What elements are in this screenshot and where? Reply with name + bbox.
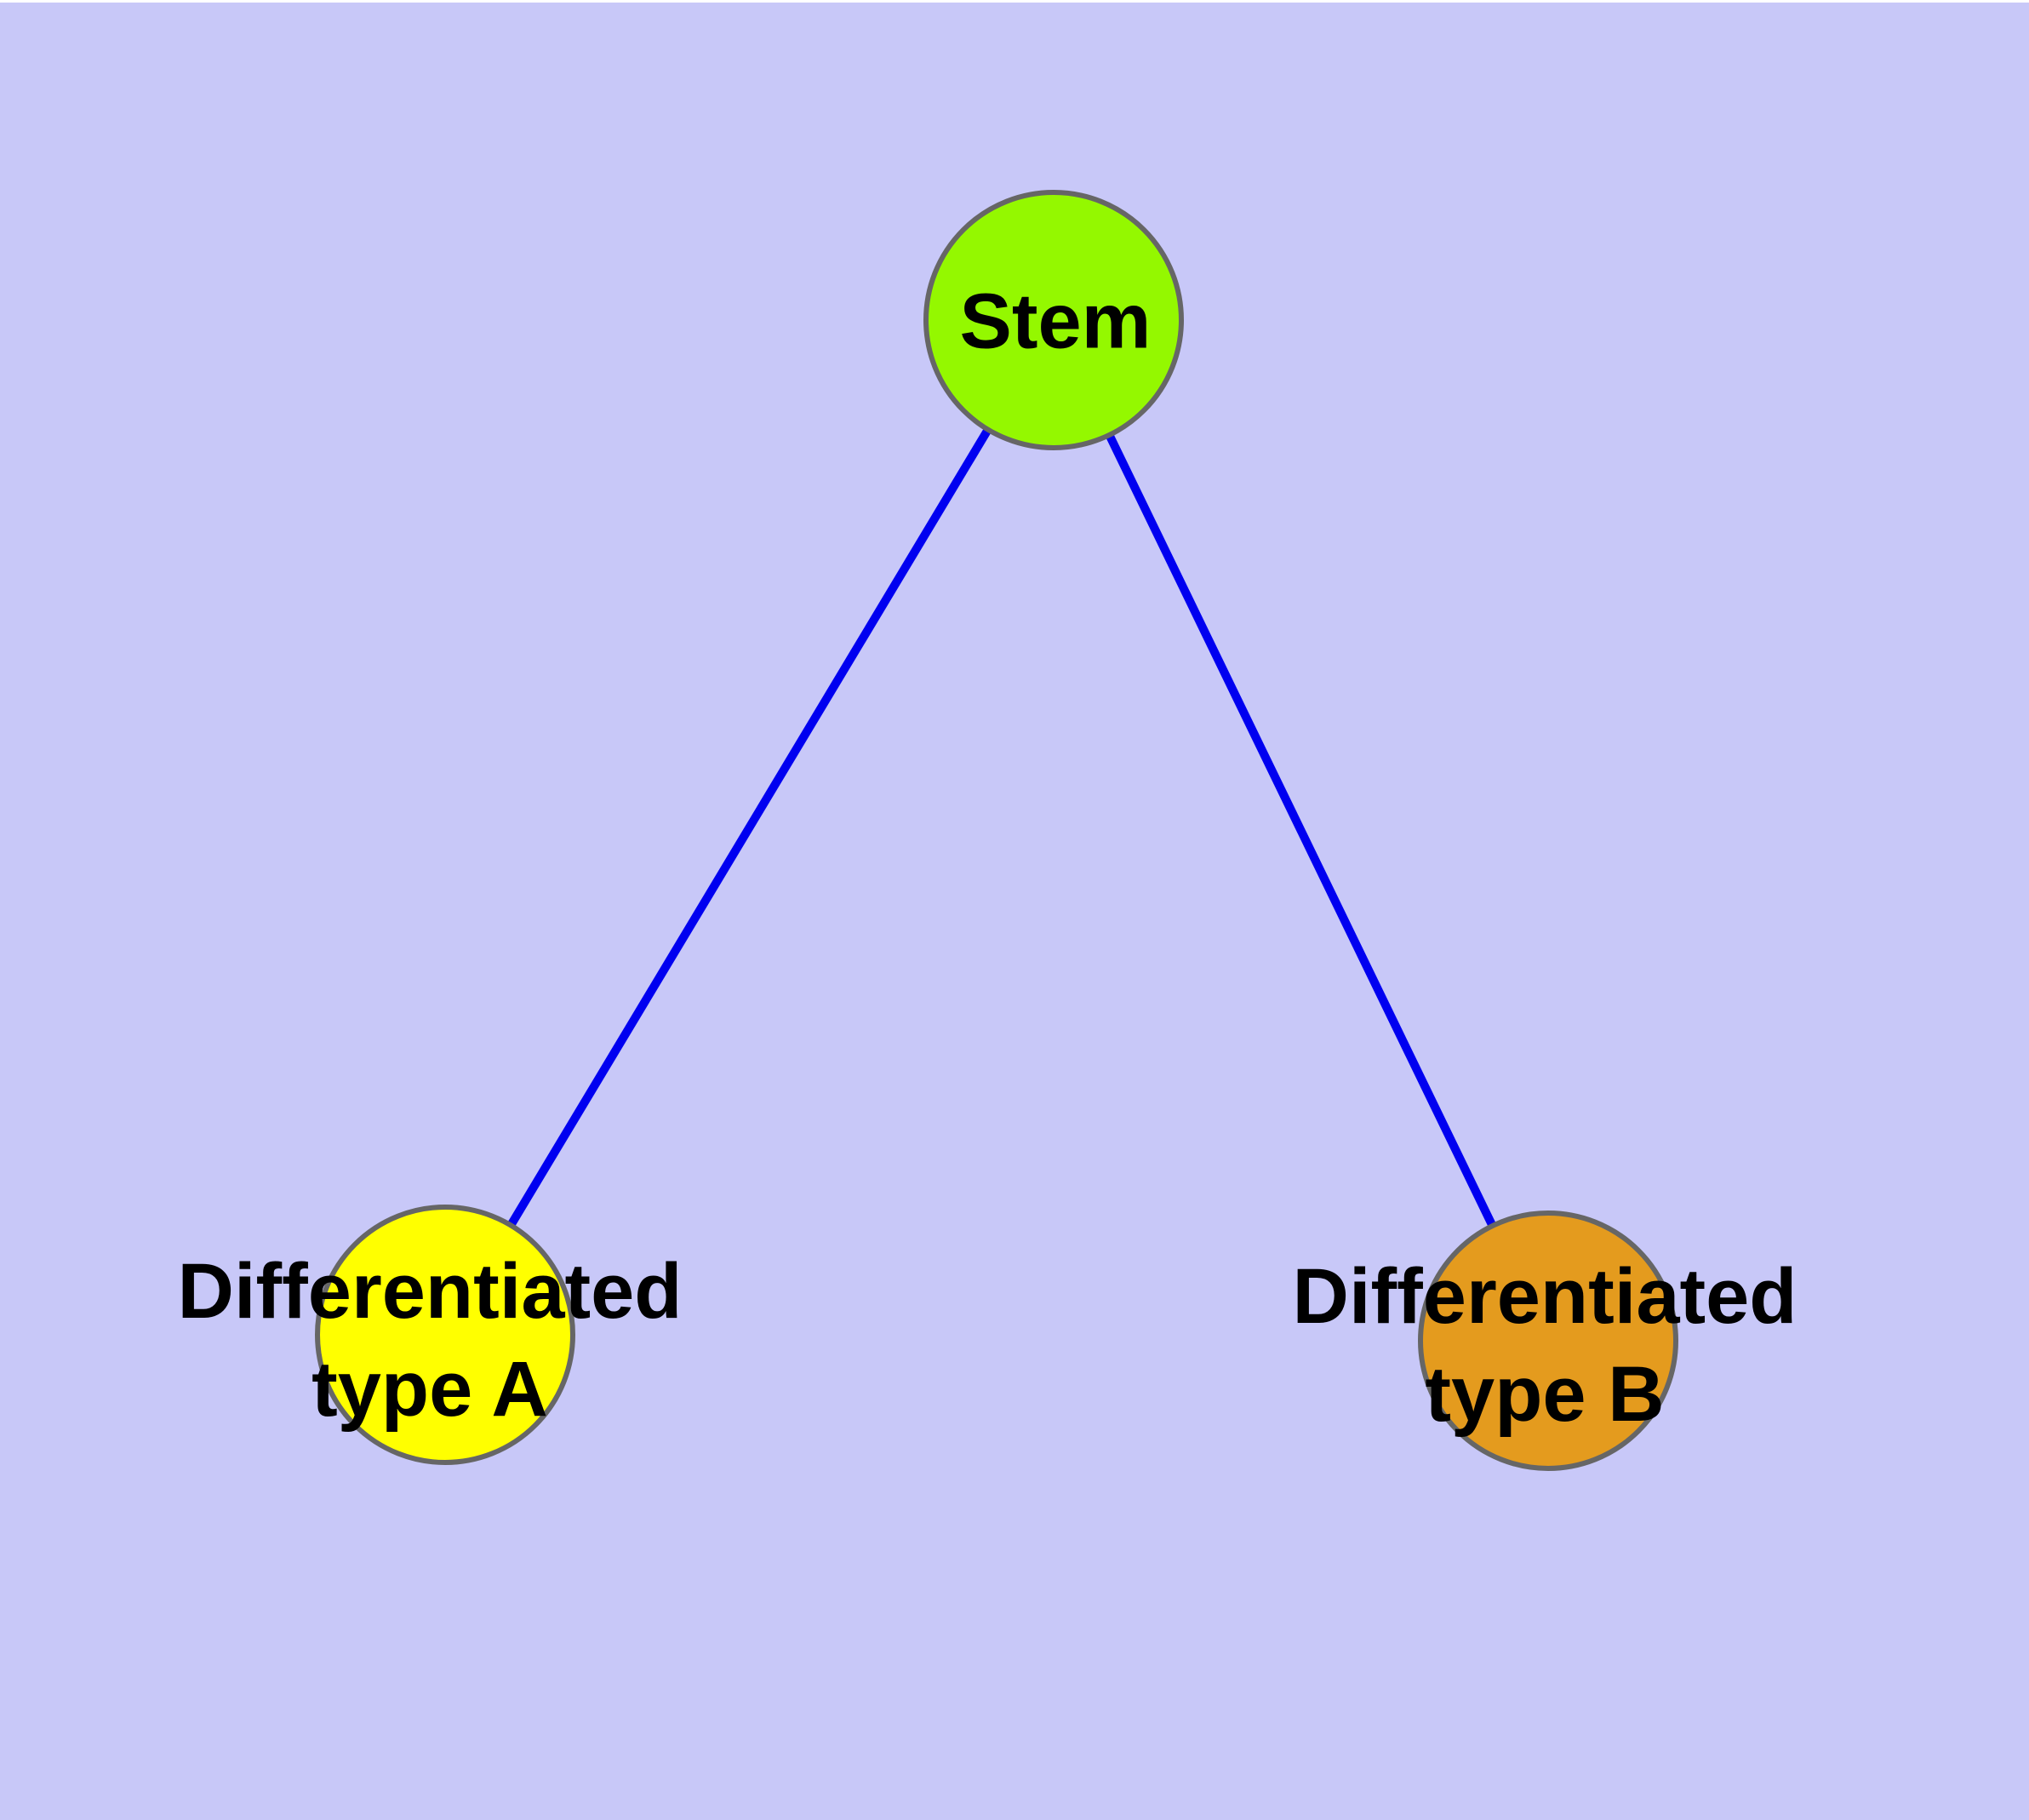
node-differentiated-type-b-circle (1418, 1210, 1678, 1471)
node-differentiated-type-a-circle (315, 1205, 575, 1465)
edge-stem-to-type-a (441, 318, 1058, 1337)
diagram-canvas: Stem Differentiated type A Differentiate… (0, 3, 2029, 1820)
graph-svg (315, 190, 1678, 1471)
node-stem-circle (923, 190, 1184, 450)
edge-stem-to-type-b (1049, 318, 1552, 1343)
